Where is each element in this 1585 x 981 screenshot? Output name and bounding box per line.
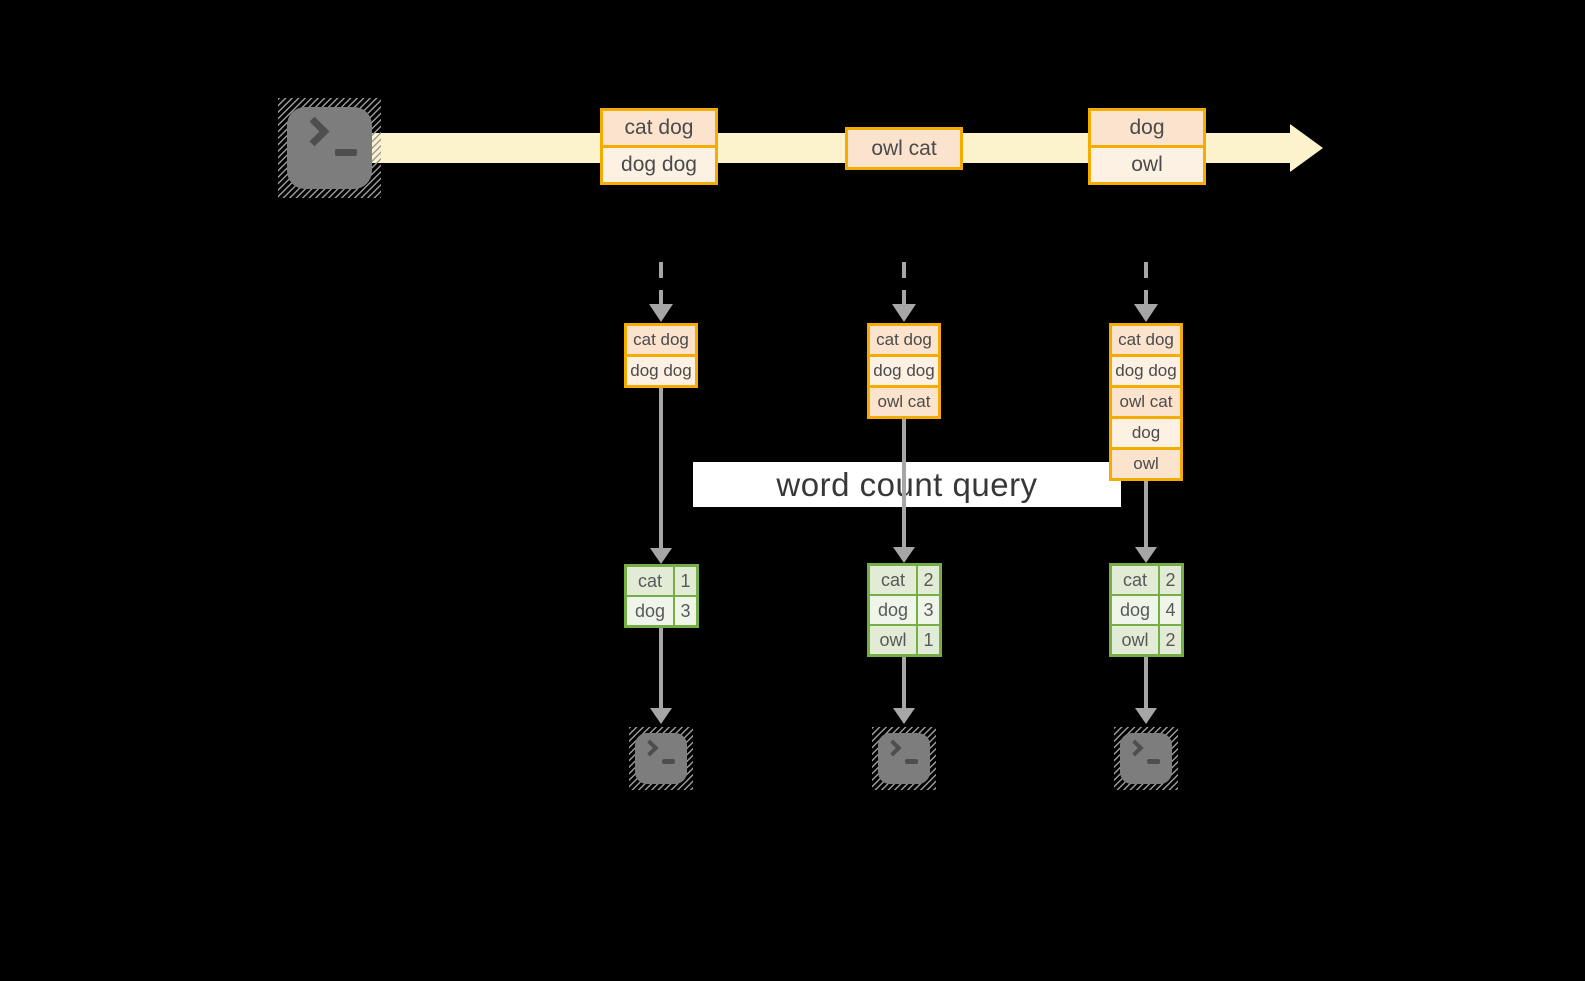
terminal-prompt-dash-icon <box>1147 759 1160 764</box>
terminal-body <box>635 733 687 784</box>
count-value: 3 <box>675 597 696 625</box>
buffer-cell: cat dog <box>627 326 695 354</box>
terminal-prompt-chevron-icon <box>299 116 330 147</box>
terminal-body <box>878 733 930 784</box>
stream-record-3: dog owl <box>1088 108 1206 185</box>
arrow-line <box>1144 481 1148 547</box>
count-word: dog <box>627 597 673 625</box>
buffer-cell: cat dog <box>1112 326 1180 354</box>
count-table-1: cat 1 dog 3 <box>624 564 699 628</box>
sink-terminal-icon-3 <box>1114 727 1178 790</box>
terminal-prompt-chevron-icon <box>641 739 659 757</box>
stream-band-arrowhead-icon <box>1290 124 1323 172</box>
count-value: 3 <box>918 596 939 624</box>
sink-terminal-icon-1 <box>629 727 693 790</box>
terminal-prompt-dash-icon <box>905 759 918 764</box>
count-value: 2 <box>1160 626 1181 654</box>
buffer-stack-1: cat dog dog dog <box>624 323 698 388</box>
arrow-line <box>659 388 663 548</box>
buffer-stack-3: cat dog dog dog owl cat dog owl <box>1109 323 1183 481</box>
count-value: 2 <box>918 566 939 594</box>
count-value: 4 <box>1160 596 1181 624</box>
buffer-cell: owl cat <box>870 385 938 416</box>
dashed-arrowhead-icon <box>892 304 916 322</box>
count-value: 1 <box>675 567 696 595</box>
sink-terminal-icon-2 <box>872 727 936 790</box>
buffer-stack-2: cat dog dog dog owl cat <box>867 323 941 419</box>
dashed-arrow-line <box>1144 262 1148 304</box>
count-word: dog <box>870 596 916 624</box>
arrowhead-icon <box>650 548 672 564</box>
buffer-cell: dog dog <box>1112 354 1180 385</box>
terminal-prompt-chevron-icon <box>884 739 902 757</box>
count-word: cat <box>870 566 916 594</box>
dashed-arrowhead-icon <box>1134 304 1158 322</box>
arrowhead-icon <box>1135 708 1157 724</box>
buffer-cell: dog dog <box>870 354 938 385</box>
source-terminal-icon <box>278 98 381 198</box>
terminal-body <box>287 107 372 189</box>
record-cell: owl cat <box>848 130 960 167</box>
dashed-arrow-line <box>902 262 906 304</box>
stream-record-2: owl cat <box>845 127 963 170</box>
terminal-prompt-dash-icon <box>662 759 675 764</box>
dashed-arrowhead-icon <box>649 304 673 322</box>
arrow-line <box>1144 657 1148 708</box>
count-word: cat <box>627 567 673 595</box>
dashed-arrow-line <box>659 262 663 304</box>
count-word: cat <box>1112 566 1158 594</box>
arrowhead-icon <box>1135 547 1157 563</box>
buffer-cell: dog <box>1112 416 1180 447</box>
count-table-2: cat 2 dog 3 owl 1 <box>867 563 942 657</box>
count-value: 1 <box>918 626 939 654</box>
arrowhead-icon <box>650 708 672 724</box>
arrowhead-icon <box>893 708 915 724</box>
record-cell: cat dog <box>603 111 715 145</box>
terminal-prompt-dash-icon <box>335 149 357 156</box>
record-cell: owl <box>1091 145 1203 182</box>
arrow-line <box>902 419 906 547</box>
count-value: 2 <box>1160 566 1181 594</box>
count-word: owl <box>1112 626 1158 654</box>
terminal-prompt-chevron-icon <box>1126 739 1144 757</box>
count-word: owl <box>870 626 916 654</box>
stream-record-1: cat dog dog dog <box>600 108 718 185</box>
query-label: word count query <box>776 465 1038 503</box>
query-label-band: word count query <box>693 462 1121 507</box>
arrowhead-icon <box>893 547 915 563</box>
count-table-3: cat 2 dog 4 owl 2 <box>1109 563 1184 657</box>
arrow-line <box>659 628 663 708</box>
count-word: dog <box>1112 596 1158 624</box>
buffer-cell: cat dog <box>870 326 938 354</box>
record-cell: dog <box>1091 111 1203 145</box>
buffer-cell: dog dog <box>627 354 695 385</box>
terminal-body <box>1120 733 1172 784</box>
buffer-cell: owl cat <box>1112 385 1180 416</box>
arrow-line <box>902 657 906 708</box>
record-cell: dog dog <box>603 145 715 182</box>
buffer-cell: owl <box>1112 447 1180 478</box>
